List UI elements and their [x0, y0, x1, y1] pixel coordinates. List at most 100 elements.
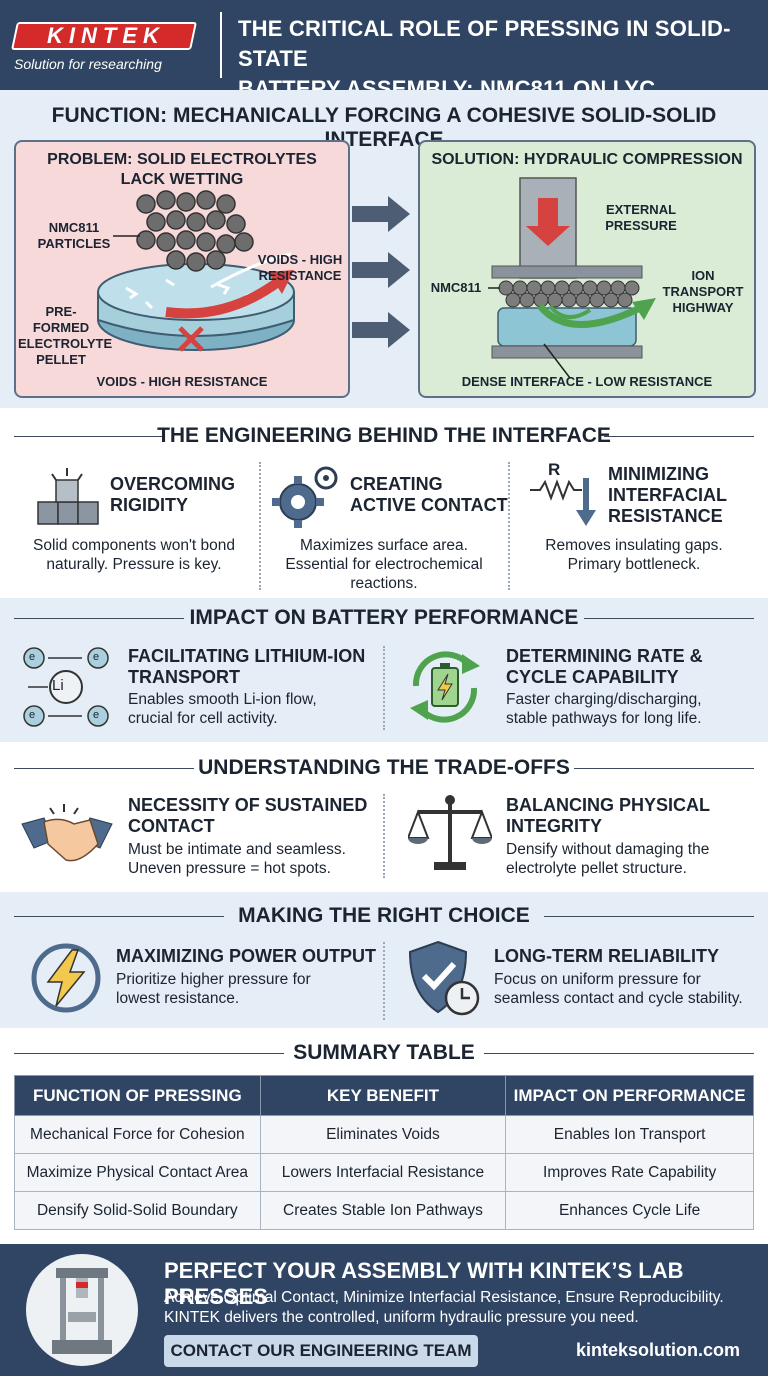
minimizing-resistance-desc: Removes insulating gaps. Primary bottlen… — [514, 536, 754, 574]
ion-label-2: TRANSPORT — [662, 284, 744, 299]
creating-active-contact-title: CREATING ACTIVE CONTACT — [350, 474, 508, 516]
footer-line: KINTEK delivers the controlled, uniform … — [164, 1309, 639, 1326]
divider-line — [14, 768, 194, 769]
desc-line: naturally. Pressure is key. — [46, 556, 222, 573]
pressure-label-1: EXTERNAL — [605, 202, 677, 217]
scales-icon — [408, 795, 492, 870]
problem-panel: PROBLEM: SOLID ELECTROLYTES LACK WETTING… — [14, 140, 350, 398]
desc-line: Primary bottleneck. — [567, 556, 701, 573]
rate-capability-desc: Faster charging/discharging, stable path… — [506, 690, 702, 728]
title-line: CONTACT — [128, 816, 215, 836]
lightning-icon — [31, 943, 101, 1013]
column-header: KEY BENEFIT — [259, 1075, 507, 1116]
kintek-logo[interactable]: KINTEK — [11, 22, 197, 50]
lab-press-illustration — [52, 1268, 112, 1354]
problem-title-line-2: LACK WETTING — [120, 171, 244, 188]
tradeoffs-heading: UNDERSTANDING THE TRADE-OFFS — [198, 756, 570, 779]
solution-panel: SOLUTION: HYDRAULIC COMPRESSION EXTERNAL… — [418, 140, 756, 398]
title-line: NECESSITY OF SUSTAINED — [128, 795, 368, 815]
handshake-icon — [21, 804, 113, 862]
table-header-row: FUNCTION OF PRESSING KEY BENEFIT IMPACT … — [14, 1075, 754, 1116]
desc-line: electrolyte pellet structure. — [506, 860, 687, 877]
title-line: DETERMINING RATE & — [506, 646, 703, 666]
impact-heading: IMPACT ON BATTERY PERFORMANCE — [189, 606, 579, 629]
li-transport-desc: Enables smooth Li-ion flow, crucial for … — [128, 690, 317, 728]
desc-line: Faster charging/discharging, — [506, 691, 702, 708]
table-cell: Eliminates Voids — [259, 1115, 507, 1154]
desc-line: reactions. — [350, 575, 418, 592]
lithium-symbol: Li — [52, 677, 64, 694]
table-cell: Densify Solid-Solid Boundary — [14, 1191, 261, 1230]
electron-label: e — [29, 709, 36, 721]
column-header: FUNCTION OF PRESSING — [14, 1075, 261, 1116]
desc-line: Enables smooth Li-ion flow, — [128, 691, 317, 708]
voids-label-1: VOIDS - HIGH — [257, 252, 343, 267]
arrow-right-icon — [352, 312, 410, 348]
resistor-icon — [530, 478, 596, 526]
cubes-icon — [37, 468, 99, 525]
desc-line: Uneven pressure = hot spots. — [128, 860, 331, 877]
header: KINTEK Solution for researching THE CRIT… — [0, 0, 768, 131]
pellet-label-1: PRE-FORMED — [32, 304, 90, 335]
title-line: RESISTANCE — [608, 506, 723, 526]
divider-line — [544, 916, 754, 917]
problem-bottom-label: VOIDS - HIGH RESISTANCE — [96, 374, 268, 389]
problem-title-line-1: PROBLEM: SOLID ELECTROLYTES — [47, 151, 317, 168]
problem-illustration — [97, 190, 295, 352]
website-link[interactable]: kinteksolution.com — [575, 1340, 740, 1360]
pressure-label-2: PRESSURE — [605, 218, 677, 233]
ion-label-1: ION — [691, 268, 715, 283]
table-cell: Mechanical Force for Cohesion — [14, 1115, 261, 1154]
dotted-divider — [259, 462, 261, 590]
summary-table: FUNCTION OF PRESSING KEY BENEFIT IMPACT … — [14, 1075, 754, 1230]
divider-line — [14, 1053, 284, 1054]
desc-line: Solid components won't bond — [32, 537, 235, 554]
creating-active-contact-desc: Maximizes surface area. Essential for el… — [264, 536, 504, 593]
rate-capability-title: DETERMINING RATE & CYCLE CAPABILITY — [506, 646, 703, 688]
minimizing-resistance-title: MINIMIZING INTERFACIAL RESISTANCE — [608, 464, 727, 527]
electron-label: e — [29, 651, 36, 663]
footer-banner: PERFECT YOUR ASSEMBLY WITH KINTEK’S LAB … — [0, 1244, 768, 1376]
electron-label: e — [93, 651, 100, 663]
solution-title: SOLUTION: HYDRAULIC COMPRESSION — [431, 151, 743, 168]
title-line: RIGIDITY — [110, 495, 189, 515]
table-row: Mechanical Force for Cohesion Eliminates… — [14, 1115, 754, 1154]
table-cell: Creates Stable Ion Pathways — [259, 1191, 507, 1230]
desc-line: Densify without damaging the — [506, 841, 710, 858]
table-cell: Lowers Interfacial Resistance — [259, 1153, 507, 1192]
pellet-label: PRE-FORMED ELECTROLYTE PELLET — [18, 304, 112, 368]
resistor-letter: R — [548, 460, 561, 479]
overcoming-rigidity-title: OVERCOMING RIGIDITY — [110, 474, 235, 516]
solution-bottom-label: DENSE INTERFACE - LOW RESISTANCE — [461, 374, 713, 389]
physical-integrity-desc: Densify without damaging the electrolyte… — [506, 840, 709, 878]
contact-engineering-button[interactable]: CONTACT OUR ENGINEERING TEAM — [164, 1335, 478, 1367]
arrow-right-icon — [352, 252, 410, 288]
divider-line — [14, 436, 164, 437]
press-illustration — [488, 177, 656, 379]
desc-line: seamless contact and cycle stability. — [494, 990, 743, 1007]
table-row: Densify Solid-Solid Boundary Creates Sta… — [14, 1191, 754, 1230]
divider-line — [484, 1053, 754, 1054]
engineering-heading: THE ENGINEERING BEHIND THE INTERFACE — [157, 424, 611, 447]
physical-integrity-title: BALANCING PHYSICAL INTEGRITY — [506, 795, 710, 837]
title-line: CREATING — [350, 474, 443, 494]
table-cell: Enhances Cycle Life — [505, 1191, 754, 1230]
summary-heading: SUMMARY TABLE — [293, 1041, 475, 1064]
pellet-label-3: PELLET — [36, 352, 86, 367]
ion-label-3: HIGHWAY — [672, 300, 734, 315]
table-cell: Maximize Physical Contact Area — [14, 1153, 261, 1192]
divider-line — [584, 618, 754, 619]
external-pressure-label: EXTERNAL PRESSURE — [596, 202, 686, 234]
desc-line: Removes insulating gaps. — [545, 537, 723, 554]
particles-label-2: PARTICLES — [37, 236, 111, 251]
lab-press-image — [26, 1254, 138, 1366]
divider-line — [604, 436, 754, 437]
nmc811-particles-label: NMC811 PARTICLES — [34, 220, 114, 252]
desc-line: lowest resistance. — [116, 990, 240, 1007]
particles-label-1: NMC811 — [48, 220, 100, 235]
title-line: CYCLE CAPABILITY — [506, 667, 679, 687]
dotted-divider — [383, 942, 385, 1020]
power-output-desc: Prioritize higher pressure for lowest re… — [116, 970, 311, 1008]
title-line: ACTIVE CONTACT — [350, 495, 508, 515]
ion-highway-label: ION TRANSPORT HIGHWAY — [656, 268, 750, 316]
